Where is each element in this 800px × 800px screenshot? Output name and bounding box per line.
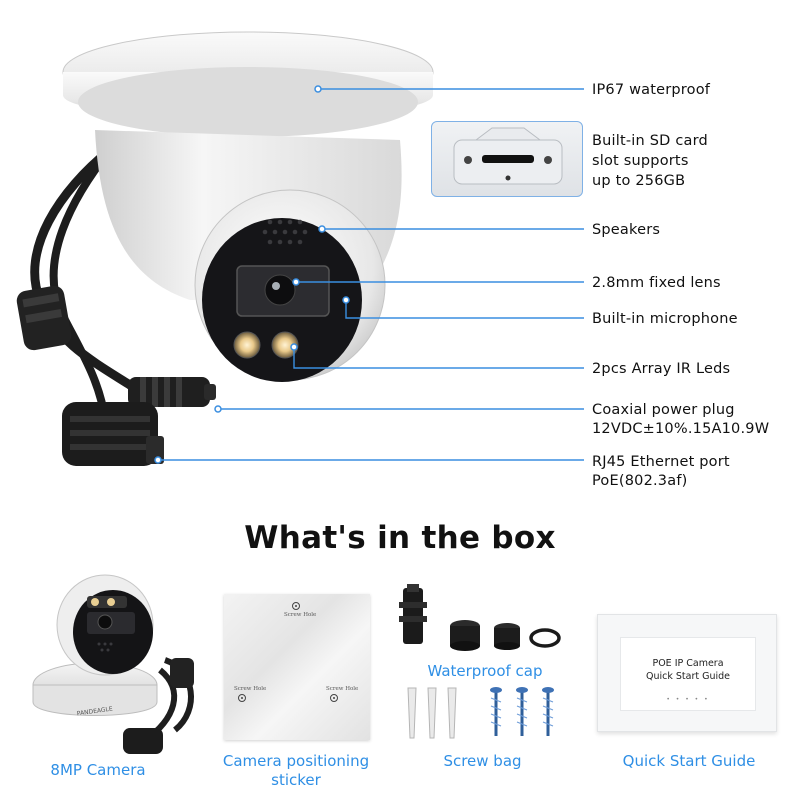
quick-start-guide-image: POE IP Camera Quick Start Guide • • • • …: [597, 614, 777, 732]
caption-camera: 8MP Camera: [50, 761, 146, 779]
guide-card-dots-icon: • • • • •: [666, 696, 710, 703]
sticker-label-left: Screw Hole: [234, 686, 267, 692]
callout-sd-card-line3: up to 256GB: [592, 173, 686, 189]
camera-illustration: [16, 31, 584, 466]
waterproof-cap-image: [399, 584, 561, 651]
sticker-label-top: Screw Hole: [284, 612, 317, 618]
caption-sticker: Camera positioning sticker: [214, 752, 378, 790]
camera-brand-text: PANDEAGLE: [76, 706, 113, 718]
callout-sd-card-line1: Built-in SD card: [592, 133, 708, 149]
box-section-title: What's in the box: [244, 520, 556, 556]
callout-ethernet: RJ45 Ethernet port: [592, 454, 730, 470]
callout-lens: 2.8mm fixed lens: [592, 275, 721, 291]
small-camera-image: PANDEAGLE: [32, 574, 194, 754]
caption-sticker-line2: sticker: [271, 771, 321, 789]
sticker-label-right: Screw Hole: [326, 686, 359, 692]
caption-quick-start-guide: Quick Start Guide: [622, 752, 756, 770]
screw-bag-image: [407, 687, 554, 739]
callout-power-plug: Coaxial power plug: [592, 402, 735, 418]
positioning-sticker-image: Screw Hole Screw Hole Screw Hole: [224, 594, 370, 740]
callout-ir-leds: 2pcs Array IR Leds: [592, 361, 731, 377]
callout-microphone: Built-in microphone: [592, 311, 738, 327]
callout-speakers: Speakers: [592, 222, 661, 238]
sd-card-slot-inset: [431, 121, 583, 197]
caption-sticker-line1: Camera positioning: [222, 752, 370, 770]
callout-power-spec: 12VDC±10%.15A10.9W: [592, 421, 770, 437]
callout-poe-spec: PoE(802.3af): [592, 473, 688, 489]
caption-screw-bag: Screw bag: [443, 752, 522, 770]
guide-card: POE IP Camera Quick Start Guide • • • • …: [620, 637, 756, 711]
callout-waterproof: IP67 waterproof: [592, 82, 711, 98]
caption-waterproof-cap: Waterproof cap: [427, 662, 543, 680]
guide-card-line2: Quick Start Guide: [645, 671, 730, 682]
callout-sd-card-line2: slot supports: [592, 153, 689, 169]
guide-card-line1: POE IP Camera: [652, 658, 724, 669]
